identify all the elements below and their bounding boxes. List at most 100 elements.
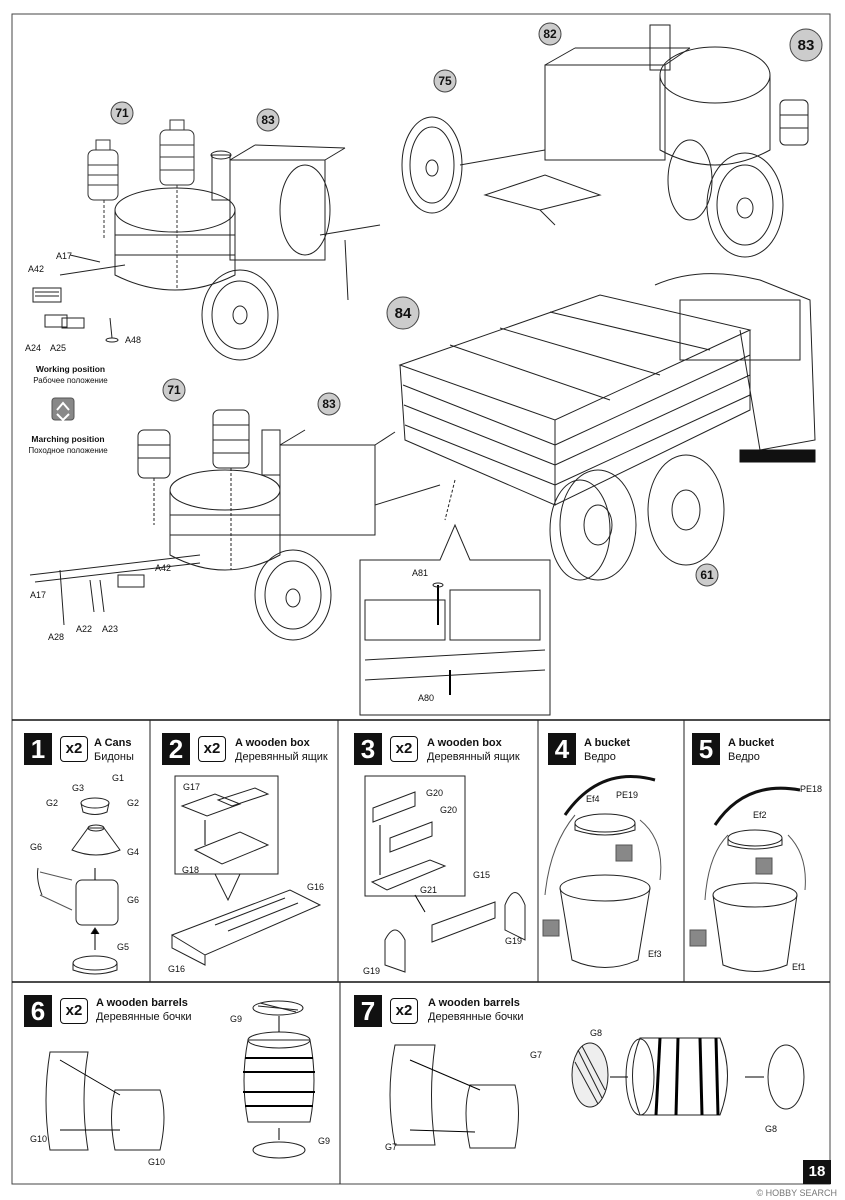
part-label: G1	[112, 773, 124, 783]
part-label: A42	[155, 563, 171, 573]
part-label: G10	[30, 1134, 47, 1144]
part-label: G19	[505, 936, 522, 946]
step-2-multiplier: x2	[198, 736, 226, 762]
step-7-number: 7	[354, 995, 382, 1027]
truck-drawing	[398, 273, 816, 581]
callout-circles	[110, 22, 823, 587]
callout-71-b: 71	[167, 383, 181, 397]
part-label: A25	[50, 343, 66, 353]
callout-83-b: 83	[322, 397, 336, 411]
working-position-en: Working position	[35, 364, 106, 374]
step-3-multiplier: x2	[390, 736, 418, 762]
part-label: G6	[127, 895, 139, 905]
step-3-title-ru: Деревянный ящик	[427, 751, 520, 763]
part-label: G15	[473, 870, 490, 880]
step5-bucket-drawing	[689, 786, 806, 972]
part-label: G20	[440, 805, 457, 815]
step-3-number: 3	[354, 733, 382, 765]
part-label: G6	[30, 842, 42, 852]
callout-83-step: 83	[798, 37, 815, 54]
part-label: A17	[30, 590, 46, 600]
field-kitchen-trailer-drawing	[401, 24, 809, 258]
part-label: G16	[307, 882, 324, 892]
part-label: G2	[46, 798, 58, 808]
part-label: G9	[318, 1136, 330, 1146]
step4-bucket-drawing	[542, 775, 662, 968]
part-label: A22	[76, 624, 92, 634]
part-label: G17	[183, 782, 200, 792]
part-label: G2	[127, 798, 139, 808]
step-6-number: 6	[24, 995, 52, 1027]
watermark: © HOBBY SEARCH	[756, 1188, 838, 1198]
step-5-title-en: A bucket	[728, 737, 775, 749]
part-label: G7	[385, 1142, 397, 1152]
part-label: A28	[48, 632, 64, 642]
pin-detail-inset	[359, 479, 551, 716]
step-1-title: A Cans Бидоны	[94, 736, 134, 764]
part-label: Ef2	[753, 810, 767, 820]
step-5-number: 5	[692, 733, 720, 765]
step-6-title: A wooden barrels Деревянные бочки	[96, 996, 192, 1024]
field-kitchen-working-drawing	[32, 119, 381, 361]
step-3-title: A wooden box Деревянный ящик	[427, 736, 520, 764]
part-label: PE18	[800, 784, 822, 794]
step1-cans-drawing	[37, 797, 121, 975]
step-6-title-ru: Деревянные бочки	[96, 1011, 192, 1023]
step-6-title-en: A wooden barrels	[96, 997, 188, 1009]
part-label: G16	[168, 964, 185, 974]
part-label: G19	[363, 966, 380, 976]
part-label: G20	[426, 788, 443, 798]
step-1-multiplier: x2	[60, 736, 88, 762]
marching-position-en: Marching position	[31, 434, 105, 444]
step-1-title-ru: Бидоны	[94, 751, 134, 763]
step-5-title: A bucket Ведро	[728, 736, 774, 764]
step-1-title-en: A Cans	[94, 737, 132, 749]
part-label: A42	[28, 264, 44, 274]
position-toggle-icon	[51, 397, 75, 422]
step-7-title-ru: Деревянные бочки	[428, 1011, 524, 1023]
part-label: Ef1	[792, 962, 806, 972]
part-label: G10	[148, 1157, 165, 1167]
part-label: Ef3	[648, 949, 662, 959]
part-label: G5	[117, 942, 129, 952]
part-label: G8	[590, 1028, 602, 1038]
callout-71: 71	[115, 106, 129, 120]
step-7-multiplier: x2	[390, 998, 418, 1024]
part-label: A17	[56, 251, 72, 261]
part-label: A81	[412, 568, 428, 578]
page-number: 18	[803, 1160, 831, 1184]
part-label: PE19	[616, 790, 638, 800]
step-2-title-ru: Деревянный ящик	[235, 751, 328, 763]
part-label: G7	[530, 1050, 542, 1060]
step-5-title-ru: Ведро	[728, 751, 760, 763]
step-7-title-en: A wooden barrels	[428, 997, 520, 1009]
step-4-title: A bucket Ведро	[584, 736, 630, 764]
part-label: A80	[418, 693, 434, 703]
part-label: G3	[72, 783, 84, 793]
step-3-title-en: A wooden box	[427, 737, 502, 749]
part-label: G4	[127, 847, 139, 857]
part-label: Ef4	[586, 794, 600, 804]
step-6-multiplier: x2	[60, 998, 88, 1024]
part-label: A23	[102, 624, 118, 634]
callout-82: 82	[543, 27, 557, 41]
marching-position-note: Marching position Походное положение	[22, 434, 114, 456]
step-4-number: 4	[548, 733, 576, 765]
working-position-ru: Рабочее положение	[33, 376, 108, 385]
step-4-title-ru: Ведро	[584, 751, 616, 763]
step6-barrel-drawing	[45, 1000, 315, 1159]
callout-84-step: 84	[395, 305, 412, 322]
part-label: G9	[230, 1014, 242, 1024]
working-position-note: Working position Рабочее положение	[28, 364, 113, 386]
marching-position-ru: Походное положение	[28, 446, 108, 455]
part-label: G8	[765, 1124, 777, 1134]
step-4-title-en: A bucket	[584, 737, 631, 749]
step7-barrel-drawing	[389, 1037, 805, 1149]
step2-box-drawing	[170, 775, 322, 966]
step-7-title: A wooden barrels Деревянные бочки	[428, 996, 524, 1024]
step-1-number: 1	[24, 733, 52, 765]
part-label: A24	[25, 343, 41, 353]
step-2-title: A wooden box Деревянный ящик	[235, 736, 328, 764]
callout-75: 75	[438, 74, 452, 88]
